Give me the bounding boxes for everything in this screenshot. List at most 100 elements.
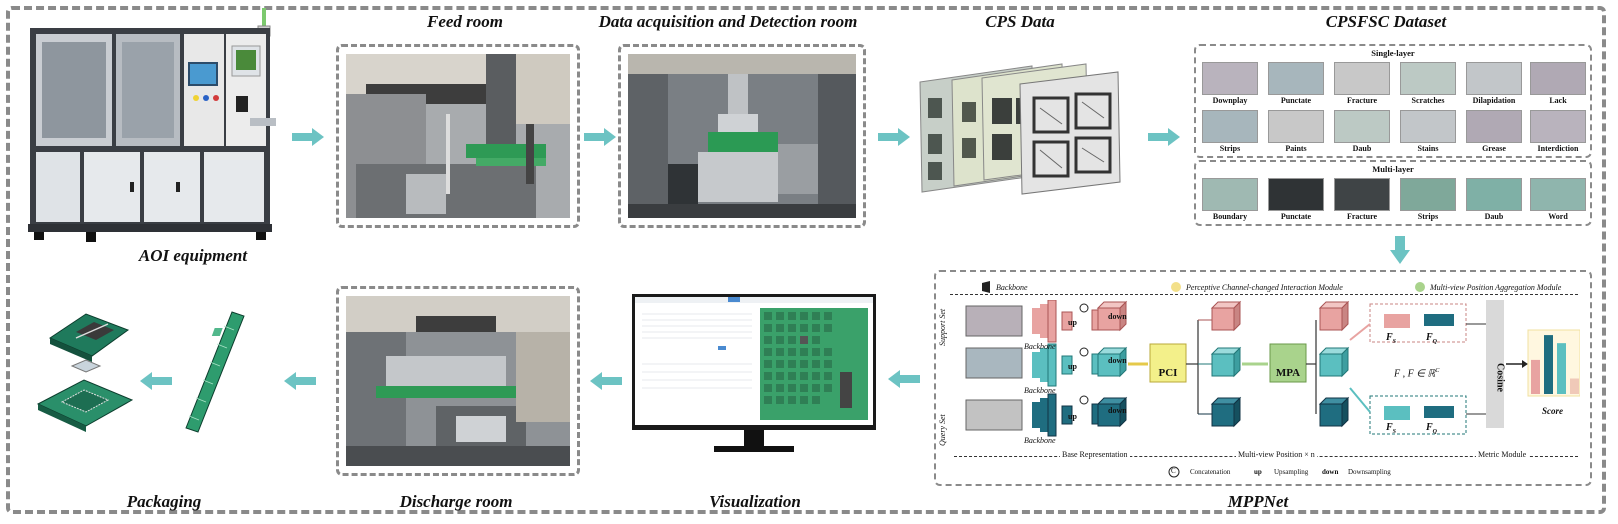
up-label-3: up xyxy=(1068,412,1077,421)
cps-data-image xyxy=(919,63,1121,195)
dataset-thumbnail-label: Punctate xyxy=(1280,212,1312,221)
query-image xyxy=(965,399,1023,431)
backbone-label-1: Backbone xyxy=(1024,342,1056,351)
dataset-thumbnail xyxy=(1466,110,1522,143)
fs-top: FS xyxy=(1386,332,1397,345)
pci-module xyxy=(1149,343,1187,383)
dataset-single-box xyxy=(1194,44,1592,158)
outer-frame xyxy=(6,6,1606,514)
concat-label: Concatenation xyxy=(1190,468,1231,476)
upsampling-label: Upsampling xyxy=(1274,468,1309,476)
backbone-legend-icon xyxy=(982,281,990,293)
discharge-room-photo xyxy=(346,296,570,466)
dataset-thumbnail xyxy=(1400,178,1456,211)
pci-label: PCI xyxy=(1158,367,1178,379)
down-label-2: down xyxy=(1108,356,1127,365)
feed-room-label: Feed room xyxy=(426,12,504,31)
dataset-thumbnail-label: Scratches xyxy=(1411,96,1445,105)
score-bar xyxy=(1557,343,1566,394)
mpa-legend-dot xyxy=(1415,282,1425,292)
dataset-multi-box xyxy=(1194,160,1592,226)
arrow-mppnet-to-visualization xyxy=(888,370,920,388)
aoi-machine-image xyxy=(28,8,276,242)
dataset-thumbnail-label: Interdiction xyxy=(1537,144,1579,153)
base-representation-label: Base Representation xyxy=(1060,450,1130,459)
single-layer-title: Single-layer xyxy=(1371,48,1415,58)
dataset-thumbnail-label: Strips xyxy=(1417,212,1439,221)
dataset-thumbnail xyxy=(1268,178,1324,211)
dataset-thumbnail xyxy=(1202,62,1258,95)
legend-divider xyxy=(950,280,1578,295)
support-set-label: Support Set xyxy=(938,308,947,346)
mppnet-label: MPPNet xyxy=(1227,492,1289,511)
score-bar xyxy=(1544,335,1553,394)
arrow-aoi-to-feed xyxy=(292,128,324,146)
concat-icon xyxy=(1168,466,1180,478)
backbone-stack-dark xyxy=(1032,393,1057,437)
score-chart xyxy=(1531,335,1579,394)
arrow-acquisition-to-cps xyxy=(878,128,910,146)
packaging-label: Packaging xyxy=(126,492,202,511)
cps-data-label: CPS Data xyxy=(985,12,1055,31)
dataset-thumbnail xyxy=(1466,178,1522,211)
multi-layer-title: Multi-layer xyxy=(1372,164,1414,174)
down-cube-dark xyxy=(1096,396,1128,428)
backbone-stack-teal xyxy=(1032,343,1057,387)
acquisition-label: Data acquisition and Detection room xyxy=(598,12,858,31)
support-image-2 xyxy=(965,347,1023,379)
up-key: up xyxy=(1254,468,1262,476)
dataset-thumbnail-label: Word xyxy=(1548,212,1568,221)
dataset-thumbnail xyxy=(1202,110,1258,143)
packaging-image xyxy=(36,311,245,433)
down-key: down xyxy=(1322,468,1339,476)
arrow-dataset-to-mppnet xyxy=(1390,236,1410,264)
multiview-label: Multi-view Position × n xyxy=(1236,450,1317,459)
dataset-thumbnail xyxy=(1334,62,1390,95)
score-bar xyxy=(1570,378,1579,394)
arrow-visualization-to-discharge xyxy=(590,372,622,390)
dataset-thumbnail-label: Grease xyxy=(1482,144,1506,153)
fq-bottom: FQ xyxy=(1426,422,1438,435)
fs-bottom: FS xyxy=(1386,422,1397,435)
cosine-label: Cosine xyxy=(1494,363,1506,392)
dataset-thumbnail-label: Dilapidation xyxy=(1472,96,1516,105)
down-label-3: down xyxy=(1108,406,1127,415)
dataset-thumbnail xyxy=(1466,62,1522,95)
discharge-room-label: Discharge room xyxy=(399,492,513,511)
legend-backbone: Backbone xyxy=(996,283,1028,292)
dataset-thumbnail-label: Boundary xyxy=(1212,212,1248,221)
cosine-module xyxy=(1486,300,1504,428)
fq-top: FQ xyxy=(1426,332,1438,345)
dataset-thumbnail xyxy=(1400,110,1456,143)
dataset-thumbnail-label: Strips xyxy=(1219,144,1241,153)
dataset-thumbnail xyxy=(1334,110,1390,143)
dataset-thumbnail-label: Punctate xyxy=(1280,96,1312,105)
dataset-label: CPSFSC Dataset xyxy=(1325,12,1447,31)
dataset-thumbnail-label: Downplay xyxy=(1212,96,1248,105)
pci-legend-dot xyxy=(1171,282,1181,292)
legend-mpa: Multi-view Position Aggregation Module xyxy=(1430,283,1562,292)
visualization-monitor xyxy=(632,294,876,452)
metric-module-label: Metric Module xyxy=(1476,450,1529,459)
dataset-thumbnail xyxy=(1530,178,1586,211)
dataset-thumbnail-label: Stains xyxy=(1417,144,1439,153)
dataset-thumbnail xyxy=(1530,110,1586,143)
feed-room-photo xyxy=(346,54,570,218)
acquisition-photo xyxy=(628,54,856,218)
arrow-packaging-end xyxy=(140,372,172,390)
arrow-feed-to-acquisition xyxy=(584,128,616,146)
up-label-2: up xyxy=(1068,362,1077,371)
dataset-thumbnail-label: Fracture xyxy=(1346,212,1378,221)
down-label-1: down xyxy=(1108,312,1127,321)
backbone-label-3: Backbone xyxy=(1024,436,1056,445)
backbone-stack-pink xyxy=(1032,300,1057,343)
dataset-thumbnail-label: Daub xyxy=(1484,212,1504,221)
score-label: Score xyxy=(1542,406,1563,416)
dataset-thumbnail xyxy=(1268,110,1324,143)
dataset-thumbnail-label: Lack xyxy=(1549,96,1567,105)
dataset-thumbnail-label: Paints xyxy=(1285,144,1307,153)
dataset-thumbnail xyxy=(1400,62,1456,95)
down-cube-teal xyxy=(1096,346,1128,378)
up-label-1: up xyxy=(1068,318,1077,327)
dataset-thumbnail xyxy=(1268,62,1324,95)
